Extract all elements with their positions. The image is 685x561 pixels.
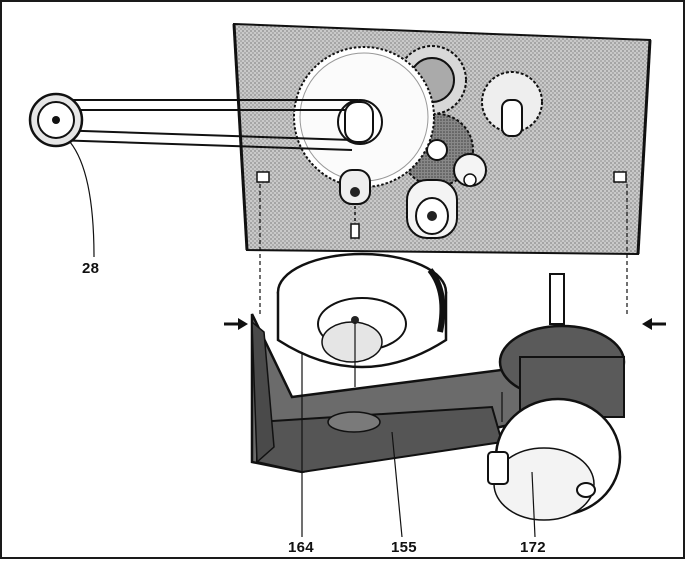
arrow-right-icon (224, 318, 248, 330)
callout-label-164: 164 (288, 539, 314, 556)
callout-label-172: 172 (520, 539, 546, 556)
callout-label-28: 28 (82, 260, 100, 277)
arrow-left-icon (642, 318, 666, 330)
callout-leaders (69, 141, 536, 538)
flywheel (276, 252, 448, 387)
drive-spindle (339, 169, 371, 239)
callout-label-155: 155 (391, 539, 417, 556)
motor-icon (487, 273, 626, 521)
mounting-hooks (256, 171, 628, 314)
pulley-wheel-icon (28, 92, 374, 151)
gear-train (397, 45, 543, 239)
